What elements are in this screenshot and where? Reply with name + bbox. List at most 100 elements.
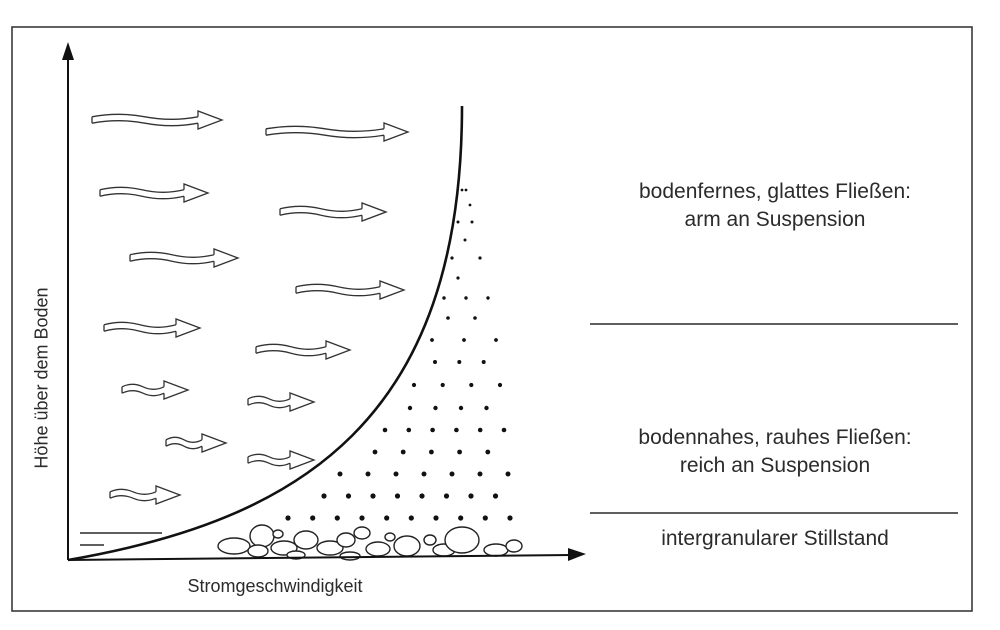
suspended-particle-icon: [501, 427, 507, 433]
flow-arrow-icon: [121, 380, 190, 400]
flow-arrow-icon: [247, 450, 316, 470]
suspended-particle-icon: [482, 515, 488, 521]
pebble-icon: [505, 539, 523, 553]
suspended-particle-icon: [481, 360, 486, 364]
suspended-particle-icon: [285, 515, 291, 521]
suspended-particle-icon: [477, 471, 483, 477]
suspended-particle-icon: [365, 471, 371, 477]
suspended-particle-icon: [440, 382, 445, 388]
suspended-particle-icon: [462, 338, 466, 342]
suspended-particle-icon: [456, 276, 460, 280]
suspended-particle-icon: [457, 360, 462, 364]
suspended-particle-icon: [359, 515, 365, 521]
flow-arrow-icon: [109, 485, 182, 505]
velocity-profile-curve: [67, 105, 464, 562]
suspended-particle-icon: [321, 493, 327, 499]
suspended-particle-icon: [468, 493, 474, 499]
flow-arrow-icon: [279, 202, 388, 222]
suspended-particle-icon: [458, 515, 464, 521]
x-axis: [67, 554, 573, 561]
suspended-particle-icon: [497, 382, 503, 388]
zone-label-upper: bodenfernes, glattes Fließen: arm an Sus…: [590, 178, 960, 234]
suspended-particle-icon: [492, 493, 499, 499]
suspended-particle-icon: [433, 360, 437, 364]
suspended-particle-icon: [394, 493, 401, 499]
flow-arrow-icon: [165, 433, 228, 453]
suspended-particle-icon: [507, 515, 513, 521]
suspended-particle-icon: [393, 471, 399, 477]
flow-arrow-icon: [129, 248, 240, 268]
suspended-particle-icon: [470, 220, 474, 224]
flow-arrow-icon: [255, 340, 352, 360]
zone-label-bottom: intergranularer Stillstand: [590, 525, 960, 553]
suspended-particle-icon: [450, 256, 454, 260]
zone-lower-line1: bodennahes, rauhes Fließen:: [638, 426, 912, 449]
flow-arrow-icon: [103, 318, 202, 338]
flow-arrow-icon: [295, 280, 406, 300]
suspended-particle-icon: [382, 427, 388, 433]
suspended-particle-icon: [494, 338, 498, 342]
zone-upper-line2: arm an Suspension: [684, 208, 866, 231]
suspended-particle-icon: [464, 188, 468, 192]
suspended-particle-icon: [429, 449, 434, 455]
suspended-particle-icon: [457, 449, 462, 455]
suspended-particle-icon: [449, 471, 455, 477]
flow-arrow-icon: [99, 183, 210, 203]
pebble-icon: [339, 551, 361, 561]
suspended-particle-icon: [485, 449, 491, 455]
x-axis-label: Stromgeschwindigkeit: [187, 576, 363, 596]
suspended-particle-icon: [421, 471, 427, 477]
flow-arrow-icon: [91, 110, 224, 130]
suspended-particle-icon: [334, 515, 340, 521]
zone-upper-line1: bodenfernes, glattes Fließen:: [639, 180, 911, 203]
suspended-particle-icon: [430, 338, 434, 342]
zone-label-lower: bodennahes, rauhes Fließen: reich an Sus…: [590, 424, 960, 480]
suspended-particle-icon: [411, 382, 417, 388]
pebble-icon: [247, 544, 269, 558]
pebble-icon: [384, 532, 396, 542]
suspended-particle-icon: [310, 515, 316, 521]
suspended-particle-icon: [454, 427, 459, 433]
suspended-particle-icon: [473, 316, 477, 320]
pebble-icon: [272, 529, 284, 539]
suspended-particle-icon: [468, 203, 472, 207]
diagram-frame: [11, 26, 973, 612]
pebble-icon: [217, 537, 251, 555]
suspended-particle-icon: [407, 405, 413, 411]
suspended-particle-icon: [443, 493, 450, 499]
suspended-particle-icon: [460, 188, 464, 192]
pebble-icon: [393, 535, 421, 557]
pebble-icon: [423, 534, 437, 546]
suspended-particle-icon: [442, 296, 446, 300]
pebble-icon: [336, 532, 356, 548]
suspended-particle-icon: [433, 515, 439, 521]
flow-arrow-icon: [247, 392, 316, 412]
suspended-particle-icon: [464, 296, 468, 300]
suspended-particle-icon: [372, 449, 378, 455]
suspended-particle-icon: [370, 493, 376, 499]
suspended-particle-icon: [419, 493, 425, 499]
zone-bottom-line1: intergranularer Stillstand: [661, 527, 889, 550]
suspended-particle-icon: [458, 405, 464, 411]
y-axis-label-text: Höhe über dem Boden: [31, 287, 52, 469]
suspension-particles: [285, 188, 513, 521]
pebble-icon: [293, 530, 319, 550]
pebble-icon: [316, 540, 344, 556]
suspended-particle-icon: [446, 316, 450, 320]
suspended-particle-icon: [469, 382, 474, 388]
suspended-particle-icon: [384, 515, 390, 521]
zone-lower-line2: reich an Suspension: [679, 454, 871, 477]
suspended-particle-icon: [478, 256, 482, 260]
suspended-particle-icon: [463, 238, 467, 242]
suspended-particle-icon: [477, 427, 483, 433]
flow-arrows: [91, 110, 410, 505]
suspended-particle-icon: [484, 405, 489, 411]
suspended-particle-icon: [406, 427, 412, 433]
suspended-particle-icon: [486, 296, 490, 300]
pebble-icon: [249, 524, 275, 548]
suspended-particle-icon: [337, 471, 343, 477]
suspended-particle-icon: [505, 471, 511, 477]
pebble-icon: [365, 541, 391, 557]
suspended-particle-icon: [456, 220, 460, 224]
